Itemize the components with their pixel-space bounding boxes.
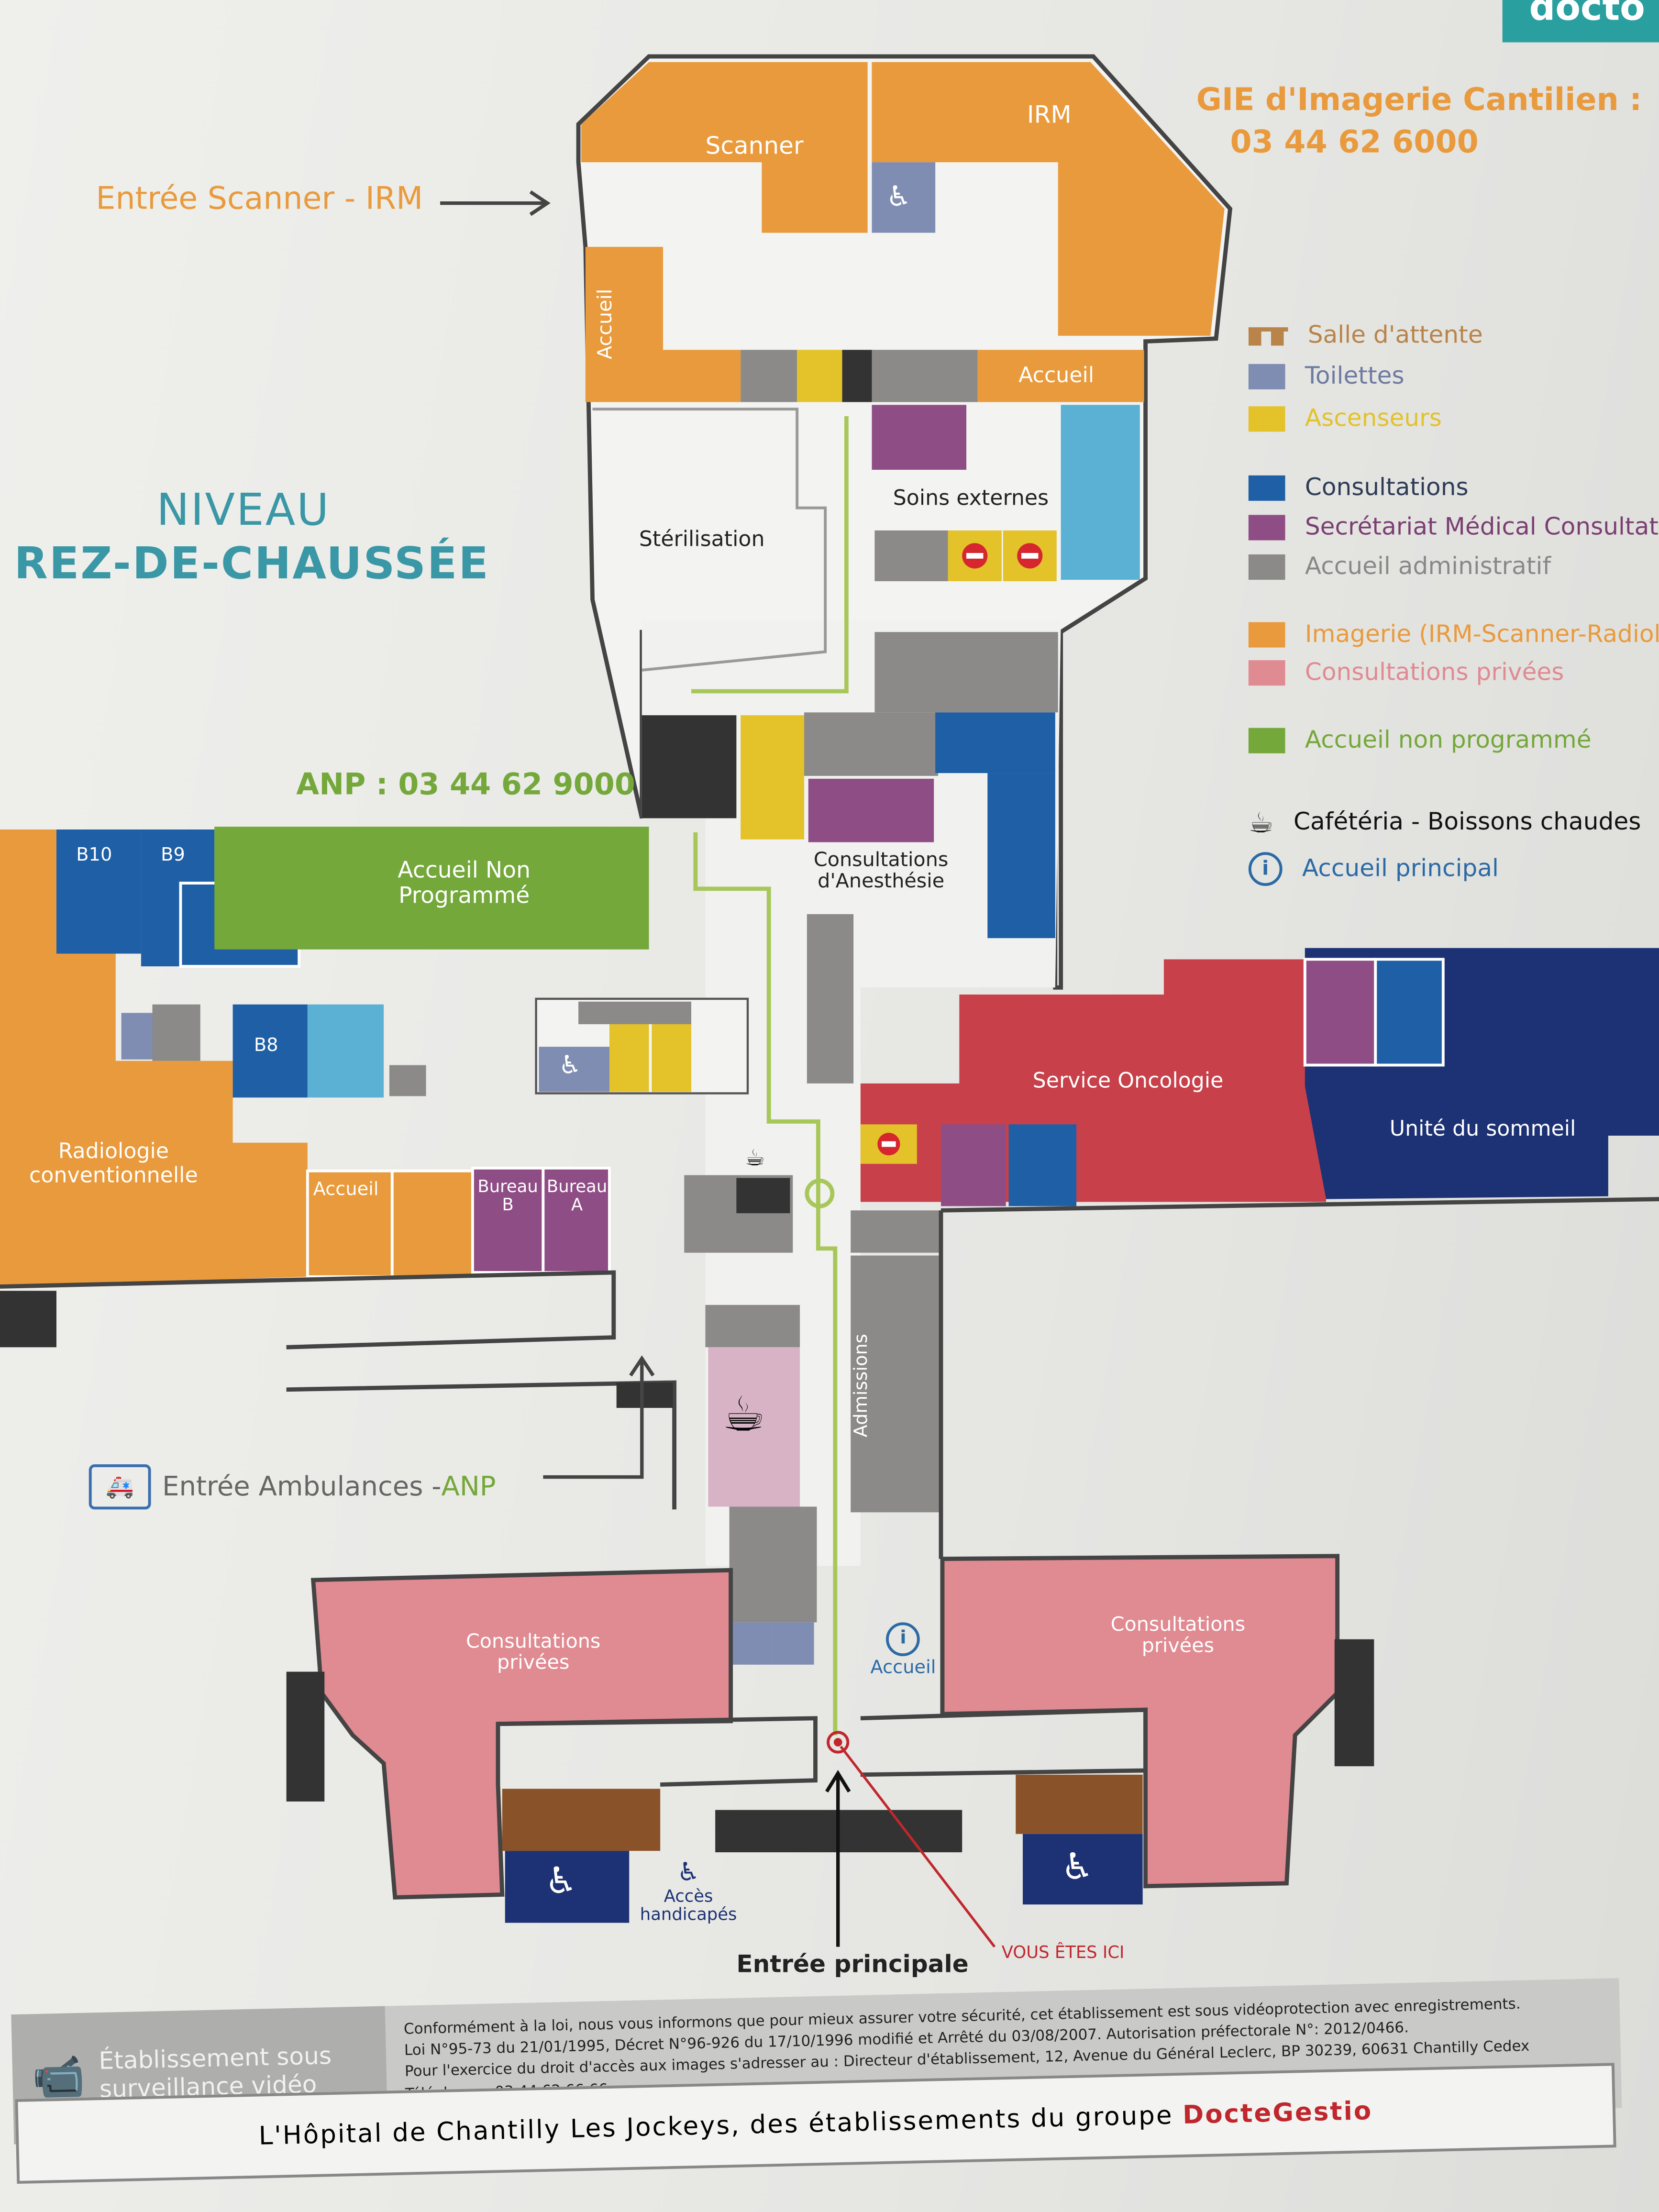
toilet-room	[872, 162, 936, 233]
legend-imagerie: Imagerie (IRM-Scanner-Radiologie)	[1248, 620, 1659, 649]
accueil-left-room	[585, 247, 664, 402]
soins-externes-label: Soins externes	[893, 485, 1049, 511]
cafeteria-room	[708, 1347, 800, 1507]
irm-label: IRM	[1027, 101, 1072, 130]
wheelchair-icon-mid: ♿	[558, 1051, 582, 1081]
legend-anp: Accueil non programmé	[1248, 726, 1592, 755]
level-title-line2: REZ-DE-CHAUSSÉE	[14, 539, 490, 590]
main-entrance-label: Entrée principale	[736, 1951, 969, 1980]
entrance-ambulances-anp: ANP	[441, 1471, 496, 1502]
consult-privees-left-room	[310, 1568, 733, 1900]
accueil-right-label: Accueil	[1018, 362, 1095, 388]
accueil-right-room	[977, 350, 1144, 402]
consult-privees-right-label: Consultations privées	[1110, 1614, 1246, 1659]
handicap-access-label: ♿ Accès handicapés	[632, 1859, 745, 1924]
coffee-cup-icon-small: ☕	[745, 1144, 765, 1171]
you-are-here-marker	[827, 1731, 850, 1754]
legend-consultations: Consultations	[1248, 474, 1469, 502]
stairs	[842, 350, 872, 402]
sommeil-label: Unité du sommeil	[1389, 1116, 1576, 1141]
oncologie-label: Service Oncologie	[1032, 1068, 1224, 1094]
anp-phone: ANP : 03 44 62 9000	[296, 767, 635, 802]
legend-label: Accueil administratif	[1305, 553, 1551, 581]
group-name: DocteGestio	[1182, 2096, 1373, 2130]
ambulance-icon: 🚑	[88, 1464, 151, 1510]
info-icon: i	[1248, 852, 1283, 886]
legend-cafeteria: ☕ Cafétéria - Boissons chaudes	[1249, 806, 1641, 840]
admissions-room	[851, 1255, 941, 1513]
level-title-line1: NIVEAU	[156, 485, 331, 536]
wheelchair-icon: ♿	[677, 1858, 700, 1888]
legend-accueil-admin: Accueil administratif	[1248, 553, 1551, 581]
legend-label: Accueil non programmé	[1305, 726, 1592, 755]
sterilisation-label: Stérilisation	[639, 526, 765, 552]
gie-name: GIE d'Imagerie Cantilien :	[1196, 83, 1642, 119]
accueil-principal-text: Accueil	[870, 1658, 936, 1679]
stairs-central	[641, 715, 737, 818]
legend-accueil-principal: i Accueil principal	[1248, 852, 1499, 886]
scanner-room	[581, 62, 868, 233]
wheelchair-icon-left: ♿	[544, 1860, 578, 1903]
b9-label: B9	[161, 845, 185, 866]
level-title: NIVEAU REZ-DE-CHAUSSÉE	[14, 485, 490, 590]
b8-room	[232, 1004, 308, 1098]
anp-room	[214, 827, 649, 950]
consult-privees-left-label: Consultations privées	[465, 1631, 601, 1675]
entrance-ambulances: 🚑 Entrée Ambulances - ANP	[88, 1464, 496, 1510]
bureau-b-label: Bureau B	[477, 1176, 538, 1215]
legend-toilets: Toilettes	[1248, 362, 1405, 391]
wheelchair-icon-right: ♿	[1061, 1847, 1094, 1889]
legend-waiting: Salle d'attente	[1248, 321, 1483, 350]
handicap-access-text: Accès handicapés	[640, 1886, 737, 1924]
legend-label: Toilettes	[1305, 362, 1405, 391]
legend-label: Consultations	[1305, 474, 1469, 502]
legend-label: Ascenseurs	[1305, 405, 1442, 433]
legend-elevators: Ascenseurs	[1248, 405, 1442, 433]
coffee-cup-icon: ☕	[722, 1386, 765, 1443]
waiting-seats-icon	[1248, 326, 1288, 345]
elevator	[797, 350, 842, 402]
you-are-here-label: VOUS ÊTES ICI	[1001, 1942, 1125, 1963]
anp-label: Accueil Non Programmé	[398, 856, 531, 908]
legend-label: Consultations privées	[1305, 659, 1564, 687]
bureau-a-label: Bureau A	[546, 1176, 608, 1215]
scanner-label: Scanner	[705, 133, 804, 161]
camera-icon: 📹	[32, 2052, 86, 2103]
gie-phone: 03 44 62 6000	[1230, 126, 1479, 161]
entrance-ambulances-label: Entrée Ambulances -	[162, 1471, 442, 1502]
accueil-principal-label: i Accueil	[871, 1622, 936, 1679]
legend-label: Imagerie (IRM-Scanner-Radiologie)	[1305, 620, 1659, 649]
b10-label: B10	[76, 845, 112, 866]
legend-label: Cafétéria - Boissons chaudes	[1294, 808, 1641, 837]
irm-room	[872, 62, 1225, 336]
accueil-left-label: Accueil	[594, 288, 617, 360]
gie-contact: GIE d'Imagerie Cantilien : 03 44 62 6000	[1196, 83, 1642, 161]
b8-label: B8	[254, 1035, 278, 1057]
hospital-name: L'Hôpital de Chantilly Les Jockeys, des …	[258, 2100, 1183, 2151]
radiologie-room	[0, 830, 308, 1287]
admissions-label: Admissions	[851, 1334, 873, 1438]
legend-label: Salle d'attente	[1307, 321, 1483, 350]
brand-tab: docto	[1502, 0, 1659, 43]
legend-label: Secrétariat Médical Consultations	[1305, 513, 1659, 542]
legend-consult-privees: Consultations privées	[1248, 659, 1564, 687]
accueil-radio-label: Accueil	[313, 1179, 379, 1201]
legend-secretariat: Secrétariat Médical Consultations	[1248, 513, 1659, 542]
entrance-scanner-irm: Entrée Scanner - IRM	[96, 182, 423, 218]
info-icon: i	[886, 1622, 920, 1657]
legend-label: Accueil principal	[1302, 855, 1499, 884]
anesthesie-label: Consultations d'Anesthésie	[813, 849, 949, 894]
wheelchair-icon-top: ♿	[885, 179, 911, 213]
radiologie-label: Radiologie conventionnelle	[29, 1138, 198, 1187]
coffee-cup-icon: ☕	[1248, 805, 1274, 840]
b10-room	[56, 830, 141, 954]
